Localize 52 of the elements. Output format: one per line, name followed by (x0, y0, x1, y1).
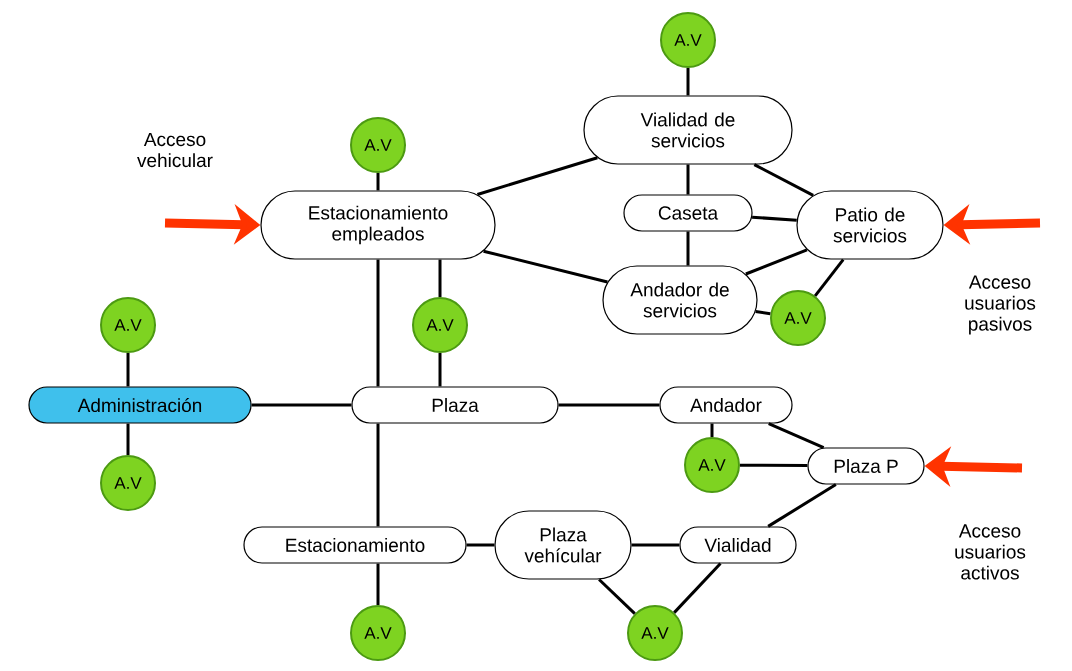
connector-line (126, 423, 130, 455)
rounded-box: Caseta (623, 194, 753, 232)
circle-node: A.V (412, 297, 468, 353)
circle-node: A.V (627, 605, 683, 661)
rounded-box: Plaza vehícular (494, 510, 632, 580)
connector-line (476, 156, 598, 196)
connector-line (376, 423, 380, 527)
connector-line (686, 231, 690, 266)
rounded-box: Vialidad (679, 526, 797, 564)
rounded-box: Plaza P (807, 447, 925, 485)
connector-line (376, 563, 380, 605)
connector-line (483, 249, 608, 284)
circle-node: A.V (660, 12, 716, 68)
connector-line (438, 353, 442, 387)
rounded-box: Estacionamiento (243, 526, 467, 564)
connector-line (438, 259, 442, 297)
rounded-box: Vialidad de servicios (583, 95, 793, 165)
connector-line (466, 543, 495, 547)
access-label: Acceso usuarios pasivos (965, 275, 1036, 335)
circle-node: A.V (350, 117, 406, 173)
rounded-box: Plaza (351, 386, 559, 424)
connector-line (251, 403, 352, 407)
connector-line (126, 353, 130, 387)
rounded-box: Estacionamiento empleados (260, 190, 496, 260)
connector-line (376, 173, 380, 191)
circle-node: A.V (684, 437, 740, 493)
circle-node: A.V (100, 297, 156, 353)
connector-line (767, 483, 837, 528)
connector-line (376, 259, 380, 387)
rounded-box: Patio de servicios (796, 190, 944, 260)
connector-line (768, 422, 825, 449)
connector-line (686, 164, 690, 195)
connector-line (753, 163, 814, 197)
rounded-box: Administración (28, 386, 252, 424)
connector-line (740, 463, 808, 468)
connector-line (755, 310, 771, 316)
rounded-box: Andador (659, 386, 793, 424)
connector-line (598, 578, 636, 615)
connector-line (745, 248, 808, 276)
circle-node: A.V (350, 605, 406, 661)
access-label: Acceso usuarios activos (955, 524, 1026, 580)
connector-line (558, 403, 660, 407)
connector-line (686, 68, 690, 96)
connector-line (752, 215, 797, 222)
connector-line (710, 423, 714, 437)
rounded-box: Andador de servicios (602, 265, 758, 335)
connector-line (673, 562, 722, 614)
connector-line (813, 258, 845, 297)
circle-node: A.V (100, 455, 156, 511)
connector-line (631, 543, 680, 547)
access-label: Acceso vehicular (137, 132, 213, 168)
circle-node: A.V (770, 290, 826, 346)
